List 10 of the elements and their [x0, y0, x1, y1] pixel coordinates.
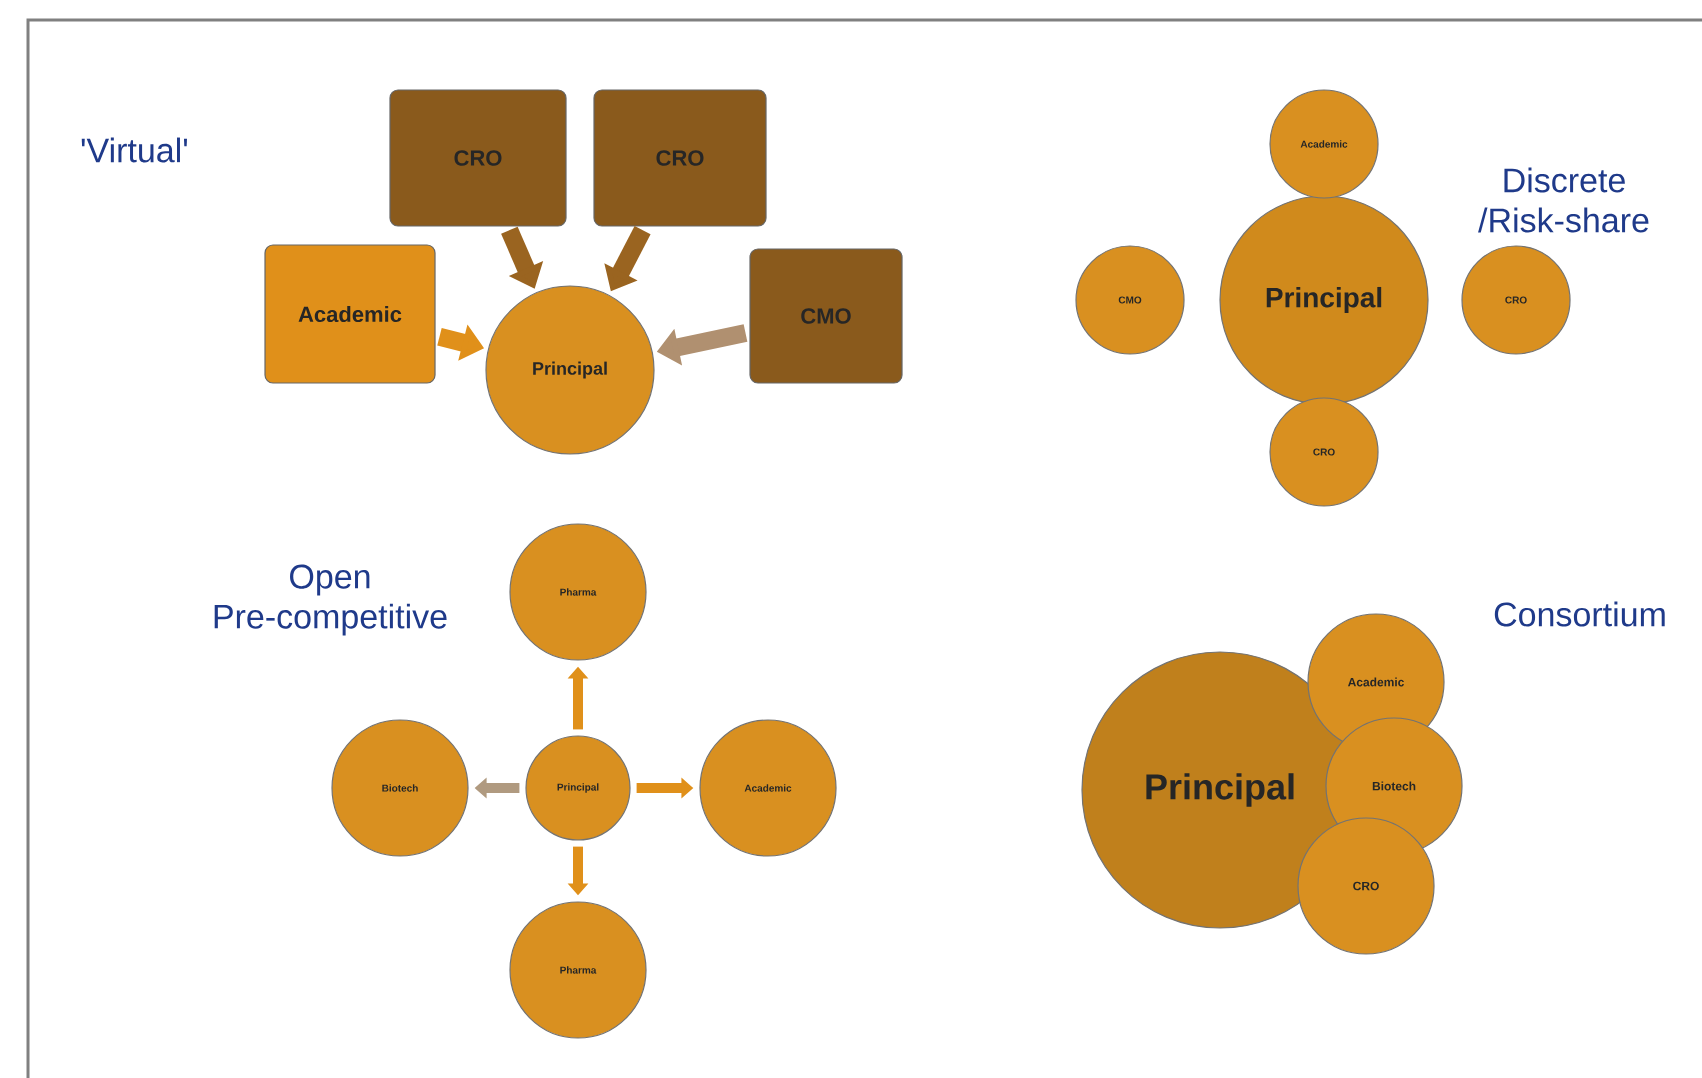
process-box: Academic: [264, 244, 436, 384]
heading-label: Open Pre-competitive: [214, 564, 447, 636]
circle-node: Principal: [1219, 195, 1429, 405]
heading-label: Discrete /Risk-share: [1478, 167, 1649, 233]
process-box: CMO: [749, 248, 903, 384]
process-box: CRO: [593, 89, 767, 227]
circle-node: Principal: [485, 285, 655, 455]
process-box: CRO: [389, 89, 567, 227]
heading-label: Consortium: [1494, 601, 1665, 627]
heading-label: 'Virtual': [81, 137, 187, 163]
